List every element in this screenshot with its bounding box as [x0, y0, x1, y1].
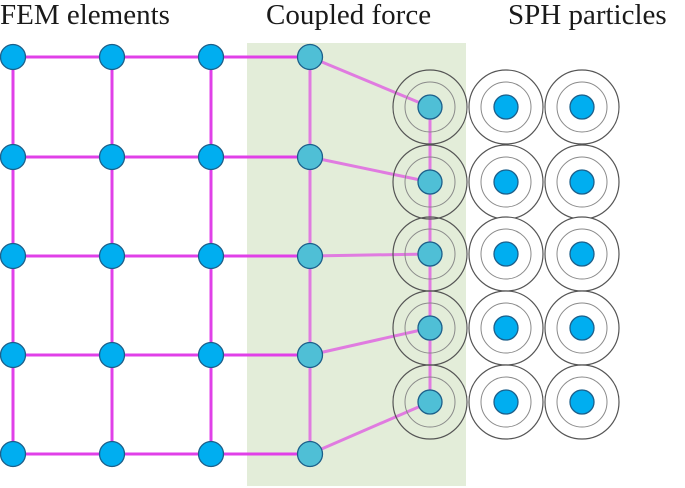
fem-node	[98, 43, 126, 71]
coupled-node	[296, 440, 324, 468]
sph-particle-inner-ring	[556, 81, 608, 133]
fem-node	[197, 341, 225, 369]
fem-node	[197, 242, 225, 270]
interface-particle-node	[417, 169, 443, 195]
fem-elements-label: FEM elements	[0, 0, 170, 31]
sph-particle-node	[569, 389, 595, 415]
sph-particle-node	[493, 241, 519, 267]
sph-particle-inner-ring	[556, 376, 608, 428]
coupled-node	[296, 43, 324, 71]
interface-particle-inner-ring	[404, 302, 456, 354]
coupling-link-line	[309, 400, 431, 456]
coupling-link-line	[309, 55, 431, 109]
coupling-link-line	[309, 326, 431, 357]
sph-particle-node	[569, 315, 595, 341]
fem-node	[0, 43, 27, 71]
nodes	[0, 43, 595, 468]
fem-node	[98, 143, 126, 171]
sph-particles-label: SPH particles	[508, 0, 667, 31]
sph-particle-node	[493, 389, 519, 415]
sph-particle-node	[569, 241, 595, 267]
interface-particle-node	[417, 315, 443, 341]
sph-particle-inner-ring	[480, 376, 532, 428]
interface-particle-node	[417, 241, 443, 267]
fem-node	[98, 341, 126, 369]
coupling-link-line	[309, 252, 431, 258]
fem-node	[98, 440, 126, 468]
sph-particle-inner-ring	[480, 302, 532, 354]
interface-particle-node	[417, 389, 443, 415]
sph-particle-node	[493, 94, 519, 120]
fem-node	[197, 143, 225, 171]
interface-particle-inner-ring	[404, 156, 456, 208]
coupled-node	[296, 242, 324, 270]
fem-node	[197, 43, 225, 71]
fem-node	[0, 341, 27, 369]
sph-particle-inner-ring	[556, 302, 608, 354]
coupled-force-label: Coupled force	[266, 0, 432, 31]
sph-particle-node	[493, 169, 519, 195]
sph-particle-inner-ring	[480, 228, 532, 280]
interface-particle-inner-ring	[404, 228, 456, 280]
sph-particle-inner-ring	[556, 156, 608, 208]
fem-node	[197, 440, 225, 468]
coupled-node	[296, 143, 324, 171]
interface-particle-node	[417, 94, 443, 120]
interface-particle-ring	[392, 364, 468, 440]
fem-node	[98, 242, 126, 270]
coupled-node	[296, 341, 324, 369]
interface-particle-ring	[392, 144, 468, 220]
sph-particle-inner-ring	[556, 228, 608, 280]
interface-particle-inner-ring	[404, 81, 456, 133]
sph-particle-inner-ring	[480, 81, 532, 133]
fem-node	[0, 440, 27, 468]
sph-particle-node	[569, 169, 595, 195]
fem-node	[0, 143, 27, 171]
interface-particle-ring	[392, 69, 468, 145]
fem-node	[0, 242, 27, 270]
sph-particle-inner-ring	[480, 156, 532, 208]
interface-particle-inner-ring	[404, 376, 456, 428]
sph-particle-node	[569, 94, 595, 120]
coupling-link-line	[309, 155, 431, 184]
sph-particle-node	[493, 315, 519, 341]
